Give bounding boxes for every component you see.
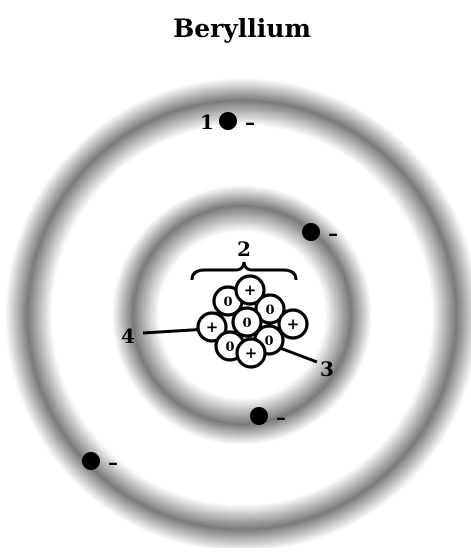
diagram-title: Beryllium [173, 14, 311, 43]
neutron-symbol: 0 [242, 316, 251, 331]
electron-charge: – [276, 405, 286, 429]
proton-symbol: + [244, 281, 257, 299]
electron-charge: – [245, 110, 255, 134]
proton-symbol: + [287, 315, 300, 333]
electron-charge: – [108, 450, 118, 474]
label-3: 3 [320, 357, 334, 381]
label-2: 2 [237, 237, 251, 261]
proton-symbol: + [245, 344, 258, 362]
proton: + [237, 339, 265, 367]
electron-charge: – [328, 221, 338, 245]
label-4: 4 [121, 324, 135, 348]
neutron-symbol: 0 [265, 303, 274, 318]
neutron-symbol: 0 [225, 340, 234, 355]
label-1: 1 [200, 110, 214, 134]
proton-symbol: + [206, 318, 219, 336]
neutron-symbol: 0 [264, 334, 273, 349]
neutron-symbol: 0 [223, 295, 232, 310]
